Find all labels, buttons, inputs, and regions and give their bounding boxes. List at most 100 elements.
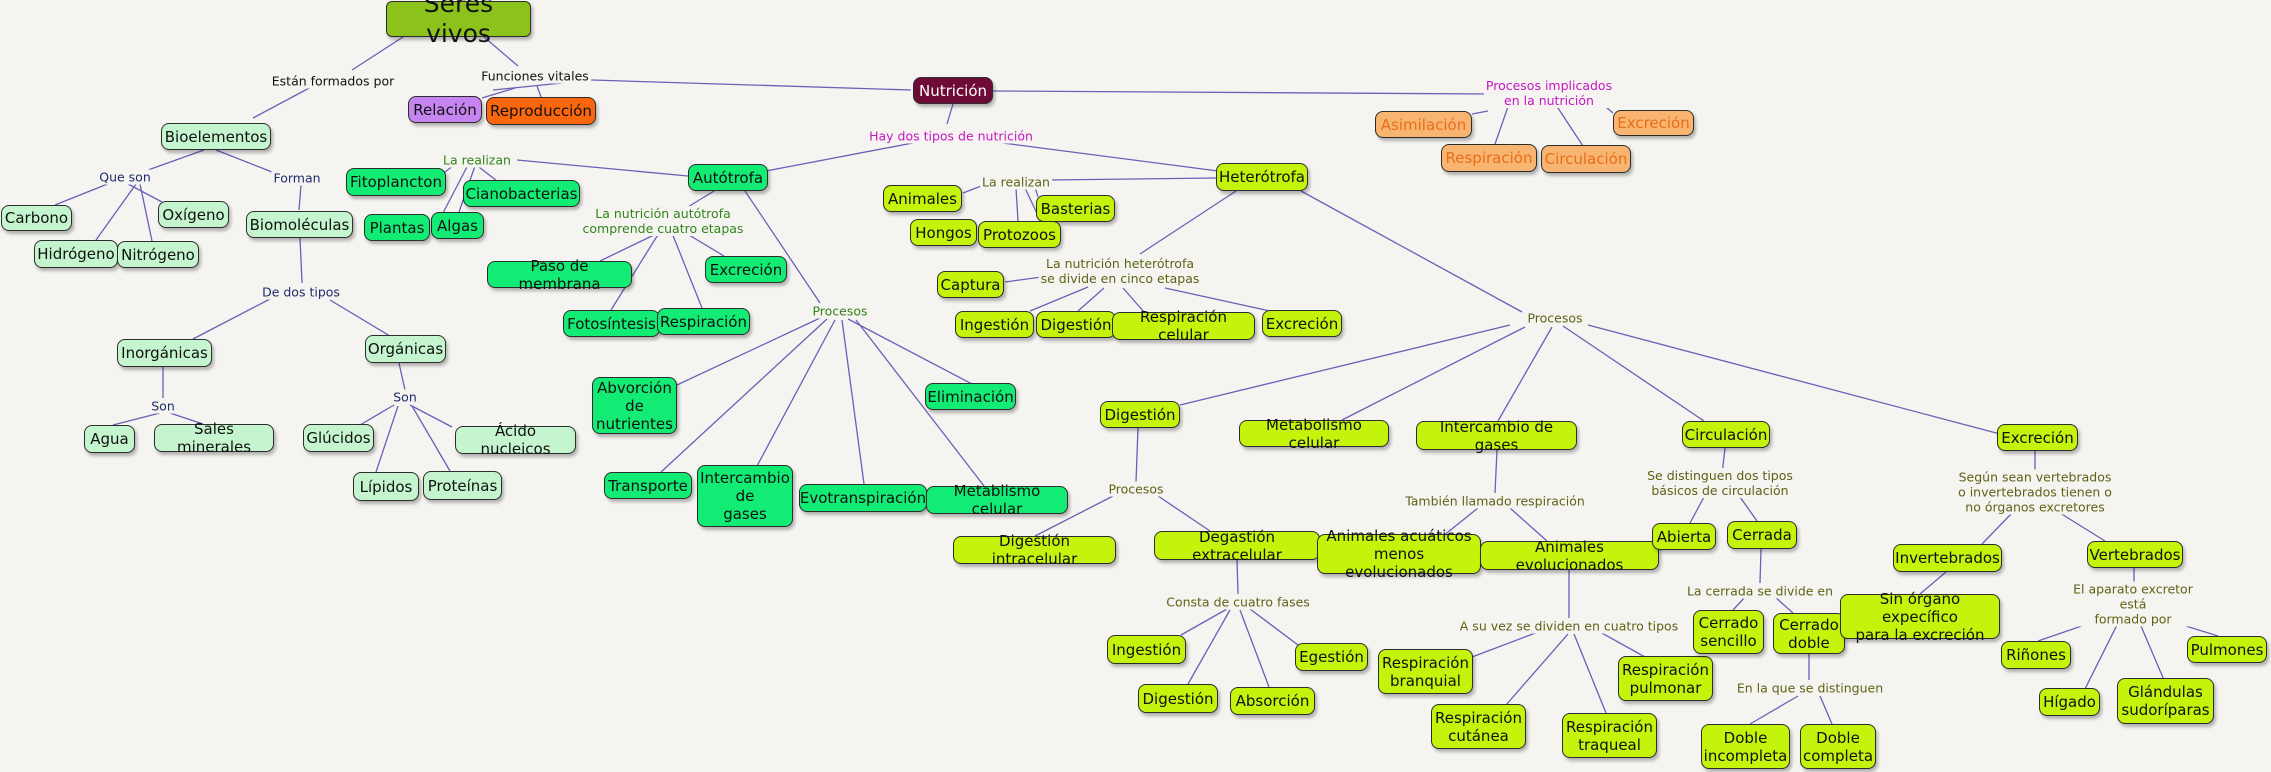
node-pulmones[interactable]: Pulmones xyxy=(2187,636,2267,663)
node-autotrofa[interactable]: Autótrofa xyxy=(688,164,768,191)
node-invertebrados[interactable]: Invertebrados xyxy=(1893,544,2002,572)
node-rinones[interactable]: Riñones xyxy=(2001,641,2071,669)
node-doble-incompleta[interactable]: Doble incompleta xyxy=(1701,724,1790,769)
node-circulacion-procesos[interactable]: Circulación xyxy=(1541,145,1631,173)
node-respiracion-autotrofa[interactable]: Respiración xyxy=(657,308,750,335)
node-nitrogeno[interactable]: Nitrógeno xyxy=(117,241,199,268)
node-abierta[interactable]: Abierta xyxy=(1652,523,1716,550)
node-basterias[interactable]: Basterias xyxy=(1036,195,1115,222)
connector-line xyxy=(411,405,451,472)
node-organicas[interactable]: Orgánicas xyxy=(365,335,446,363)
node-algas[interactable]: Algas xyxy=(431,212,484,239)
connector-line xyxy=(1135,427,1139,483)
node-digestion-heterotrofa[interactable]: Digestión xyxy=(1036,311,1116,338)
node-eliminacion[interactable]: Eliminación xyxy=(925,383,1016,410)
node-inorganicas[interactable]: Inorgánicas xyxy=(117,339,212,367)
label-nutricion-heterotrofa: La nutrición heterótrofa se divide en ci… xyxy=(1038,256,1202,286)
node-resp-traqueal[interactable]: Respiración traqueal xyxy=(1562,713,1657,758)
connector-line xyxy=(1047,177,1217,181)
node-resp-branquial[interactable]: Respiración branquial xyxy=(1378,649,1473,694)
connector-line xyxy=(676,317,821,386)
node-protozoos[interactable]: Protozoos xyxy=(978,221,1061,248)
node-respiracion-celular[interactable]: Respiración celular xyxy=(1112,308,1255,344)
connector-line xyxy=(481,87,516,99)
node-ingestion-fase[interactable]: Ingestión xyxy=(1107,635,1186,664)
node-intercambio-autotrofa[interactable]: Intercambio de gases xyxy=(697,465,793,527)
node-agua[interactable]: Agua xyxy=(84,425,135,453)
node-hidrogeno[interactable]: Hidrógeno xyxy=(34,240,118,268)
node-heterotrofa[interactable]: Heterótrofa xyxy=(1216,163,1308,191)
node-hongos[interactable]: Hongos xyxy=(910,219,977,246)
connector-line xyxy=(329,299,391,337)
node-egestion[interactable]: Egestión xyxy=(1295,643,1368,671)
node-paso-membrana[interactable]: Paso de membrana xyxy=(487,257,632,293)
connector-line xyxy=(252,85,314,119)
node-digestion-fase[interactable]: Digestión xyxy=(1138,684,1218,713)
node-animales-acuaticos[interactable]: Animales acuáticos menos evolucionados xyxy=(1317,527,1481,581)
node-proteinas[interactable]: Proteínas xyxy=(423,471,502,500)
node-digestion-intracelular[interactable]: Digestión intracelular xyxy=(953,532,1116,568)
node-degastion-extracelular[interactable]: Degastión extracelular xyxy=(1154,528,1320,564)
connector-line xyxy=(1157,495,1211,532)
node-absorcion[interactable]: Absorción xyxy=(1230,687,1315,715)
node-nutricion[interactable]: Nutrición xyxy=(913,77,993,104)
node-resp-cutanea[interactable]: Respiración cutánea xyxy=(1431,704,1526,749)
node-excrecion-heterotrofa[interactable]: Excreción xyxy=(1262,310,1342,337)
node-transporte[interactable]: Transporte xyxy=(604,472,692,499)
node-metablismo[interactable]: Metablismo celular xyxy=(926,482,1068,518)
node-higado[interactable]: Hígado xyxy=(2039,688,2100,716)
node-oxigeno[interactable]: Oxígeno xyxy=(158,201,229,228)
node-sin-organo[interactable]: Sin órgano expecífico para la excreción xyxy=(1840,590,2000,644)
connector-line xyxy=(756,319,836,467)
node-carbono[interactable]: Carbono xyxy=(1,205,72,231)
connector-line xyxy=(1599,631,1646,658)
node-intercambio-gases[interactable]: Intercambio de gases xyxy=(1416,418,1577,454)
label-tambien-llamado: También llamado respiración xyxy=(1403,493,1587,509)
connector-line xyxy=(1034,495,1114,537)
node-excrecion-procesos[interactable]: Excreción xyxy=(1613,110,1694,136)
node-animales[interactable]: Animales xyxy=(883,185,962,212)
node-abvorcion[interactable]: Abvorción de nutrientes xyxy=(592,377,677,434)
node-lipidos[interactable]: Lípidos xyxy=(353,472,419,501)
node-cerrado-sencillo[interactable]: Cerrado sencillo xyxy=(1693,610,1764,654)
node-reproduccion[interactable]: Reproducción xyxy=(486,97,596,125)
node-plantas[interactable]: Plantas xyxy=(364,214,430,241)
connector-line xyxy=(536,85,542,98)
node-biomoleculas[interactable]: Biomoléculas xyxy=(246,211,353,238)
connector-line xyxy=(1139,190,1237,255)
label-aparato-excretor: El aparato excretor está formado por xyxy=(2064,581,2202,627)
connector-line xyxy=(994,141,1219,172)
node-captura[interactable]: Captura xyxy=(937,271,1004,298)
node-cianobacterias[interactable]: Cianobacterias xyxy=(463,180,580,207)
node-sales-minerales[interactable]: Sales minerales xyxy=(154,420,274,456)
node-acido-nucleicos[interactable]: Ácido nucleicos xyxy=(455,422,576,458)
node-glandulas[interactable]: Glándulas sudoríparas xyxy=(2117,678,2214,724)
node-cerrado-doble[interactable]: Cerrado doble xyxy=(1773,613,1845,654)
node-fotosintesis[interactable]: Fotosíntesis xyxy=(563,310,660,337)
node-doble-completa[interactable]: Doble completa xyxy=(1800,724,1876,769)
node-fitoplancton[interactable]: Fitoplancton xyxy=(346,168,446,196)
node-relacion[interactable]: Relación xyxy=(408,96,482,123)
node-digestion[interactable]: Digestión xyxy=(1100,401,1180,428)
connector-line xyxy=(1509,507,1548,542)
node-respiracion-procesos[interactable]: Respiración xyxy=(1441,144,1537,172)
node-ingestion-heterotrofa[interactable]: Ingestión xyxy=(955,311,1034,338)
connector-line xyxy=(359,404,395,426)
node-animales-evolucionados[interactable]: Animales evolucionados xyxy=(1480,538,1659,574)
node-cerrada[interactable]: Cerrada xyxy=(1727,521,1797,549)
node-resp-pulmonar[interactable]: Respiración pulmonar xyxy=(1618,656,1713,701)
node-asimilacion[interactable]: Asimilación xyxy=(1375,111,1472,138)
node-seres-vivos[interactable]: Seres vivos xyxy=(386,0,531,48)
connector-line xyxy=(1732,596,1746,611)
node-excrecion[interactable]: Excreción xyxy=(1997,424,2078,451)
node-metabolismo-celular[interactable]: Metabolismo celular xyxy=(1239,416,1389,452)
node-glucidos[interactable]: Glúcidos xyxy=(303,424,374,452)
node-evotranspiracion[interactable]: Evotranspiración xyxy=(799,484,927,512)
node-vertebrados[interactable]: Vertebrados xyxy=(2087,541,2183,568)
node-excrecion-autotrofa[interactable]: Excreción xyxy=(705,256,787,283)
node-bioelementos[interactable]: Bioelementos xyxy=(161,123,271,150)
connector-line xyxy=(375,405,399,473)
label-funciones: Funciones vitales xyxy=(479,68,591,84)
connector-line xyxy=(1077,287,1105,312)
node-circulacion[interactable]: Circulación xyxy=(1682,421,1770,448)
